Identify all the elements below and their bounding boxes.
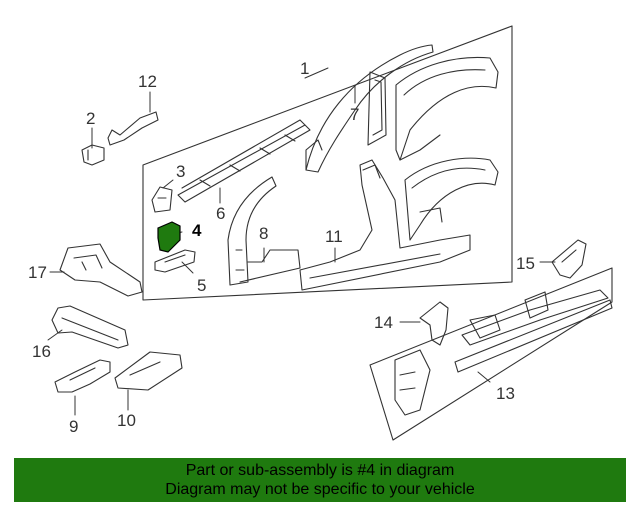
callout-6: 6 [216,204,226,223]
part-11-side-frame-lower [299,157,499,291]
banner-line-2: Diagram may not be specific to your vehi… [165,481,475,498]
part-2-bracket [81,144,105,166]
info-banner: Part or sub-assembly is #4 in diagram Di… [14,458,626,502]
part-13-rocker [394,289,613,416]
callout-13: 13 [496,384,515,403]
callout-2: 2 [86,109,96,128]
callout-9: 9 [69,417,79,436]
callout-3: 3 [176,162,186,181]
callout-1: 1 [300,59,310,78]
part-6-rail [177,119,311,203]
callout-4: 4 [192,221,202,240]
callout-10: 10 [117,411,136,430]
part-5-bracket [154,249,196,273]
part-3-bracket [151,186,173,213]
part-4-highlight [157,221,181,253]
banner-line-1: Part or sub-assembly is #4 in diagram [185,462,455,479]
callout-5: 5 [197,276,207,295]
part-17-member [59,243,143,297]
callout-15: 15 [516,254,535,273]
callout-14: 14 [374,313,393,332]
callout-12: 12 [138,72,157,91]
callout-11: 11 [325,227,343,246]
callout-17: 17 [28,263,47,282]
part-1-side-frame [305,44,499,173]
parts-diagram [47,25,613,441]
part-16-member [51,305,129,349]
rocker-panel-outline [369,267,613,441]
part-10-plate [114,351,183,391]
part-12-bracket [107,111,159,146]
part-9-plate [54,359,111,393]
part-8-pillar [227,176,301,286]
main-panel-outline [142,25,513,301]
callout-16: 16 [32,342,51,361]
callout-7: 7 [350,105,360,124]
part-14-bracket [419,301,449,346]
callout-8: 8 [259,224,269,243]
part-15-bracket [551,239,587,279]
